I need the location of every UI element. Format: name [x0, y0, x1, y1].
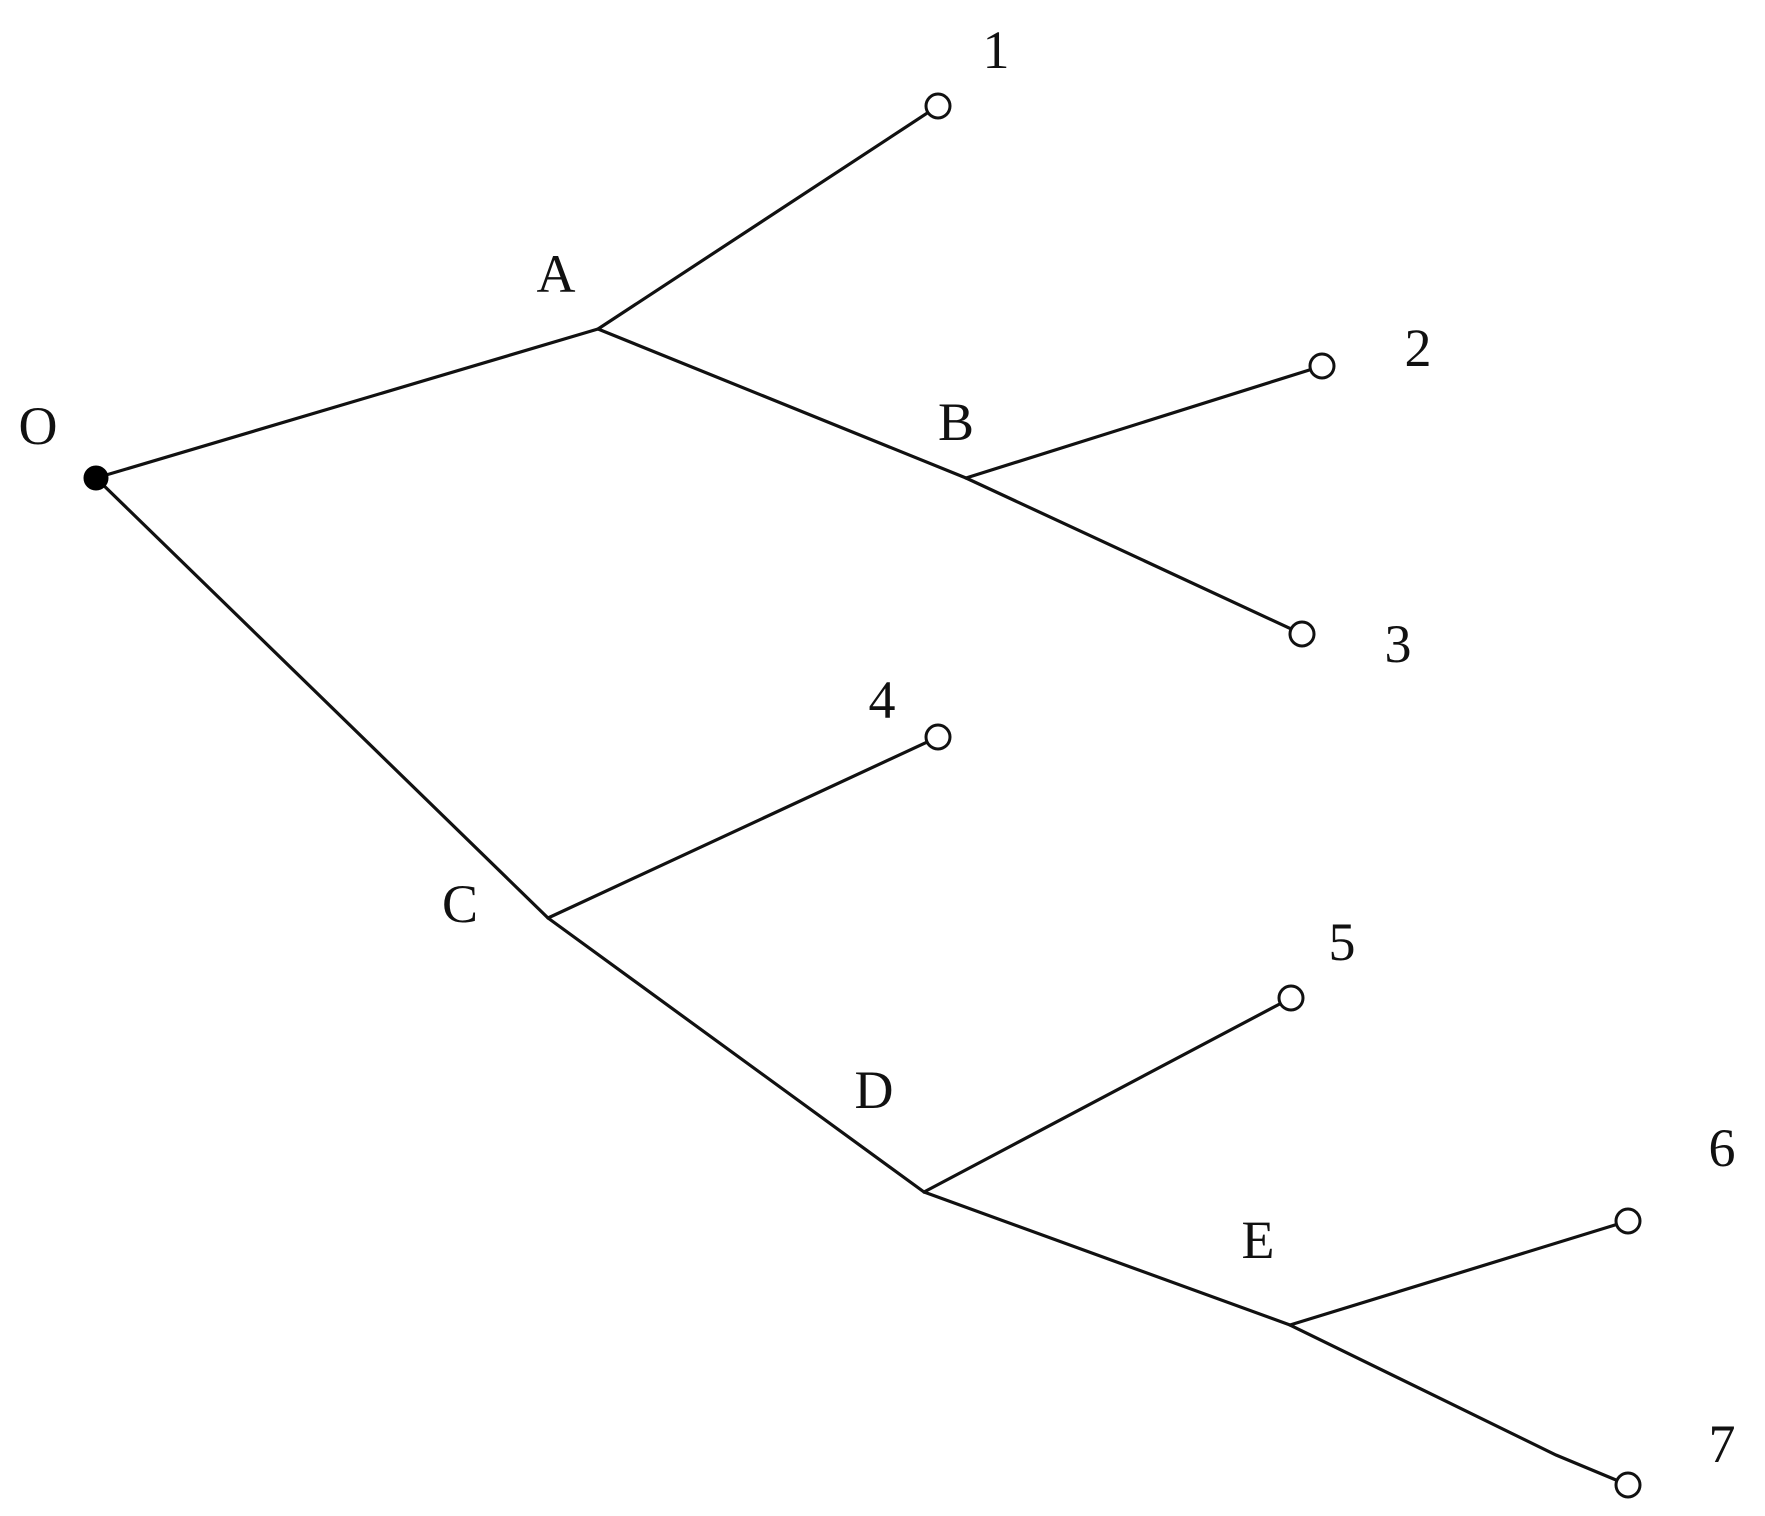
leaf-node-4 — [924, 723, 952, 751]
leaf-node-3 — [1288, 620, 1316, 648]
edge-D-E — [922, 1190, 1292, 1327]
node-label-B: B — [938, 392, 974, 452]
edge-B-2 — [964, 368, 1313, 480]
node-label-D: D — [855, 1060, 894, 1120]
node-label-A: A — [537, 244, 576, 304]
root-node-O — [83, 465, 109, 491]
edge-A-B — [596, 327, 968, 480]
edge-C-4 — [546, 740, 929, 920]
edge-E-7 — [1288, 1323, 1619, 1482]
edges-layer — [94, 110, 1619, 1482]
labels-layer: O A B C D E 1 2 3 4 5 6 7 — [19, 20, 1736, 1474]
edge-D-5 — [922, 1002, 1282, 1194]
edge-B-3 — [964, 476, 1293, 631]
node-label-4: 4 — [869, 670, 896, 730]
nodes-layer — [83, 92, 1642, 1499]
node-label-2: 2 — [1405, 318, 1432, 378]
leaf-node-6 — [1614, 1207, 1642, 1235]
node-label-O: O — [19, 396, 58, 456]
node-label-E: E — [1242, 1210, 1275, 1270]
edge-E-6 — [1288, 1222, 1619, 1327]
leaf-node-5 — [1277, 984, 1305, 1012]
node-label-7: 7 — [1709, 1414, 1736, 1474]
node-label-1: 1 — [983, 20, 1010, 80]
node-label-6: 6 — [1709, 1118, 1736, 1178]
leaf-node-2 — [1308, 352, 1336, 380]
node-label-C: C — [442, 874, 478, 934]
node-label-3: 3 — [1385, 614, 1412, 674]
leaf-node-1 — [924, 92, 952, 120]
edge-C-D — [546, 916, 926, 1194]
edge-O-C — [94, 476, 550, 920]
edge-A-1 — [596, 110, 930, 331]
leaf-node-7 — [1614, 1471, 1642, 1499]
node-label-5: 5 — [1329, 912, 1356, 972]
edge-O-A — [94, 327, 600, 480]
